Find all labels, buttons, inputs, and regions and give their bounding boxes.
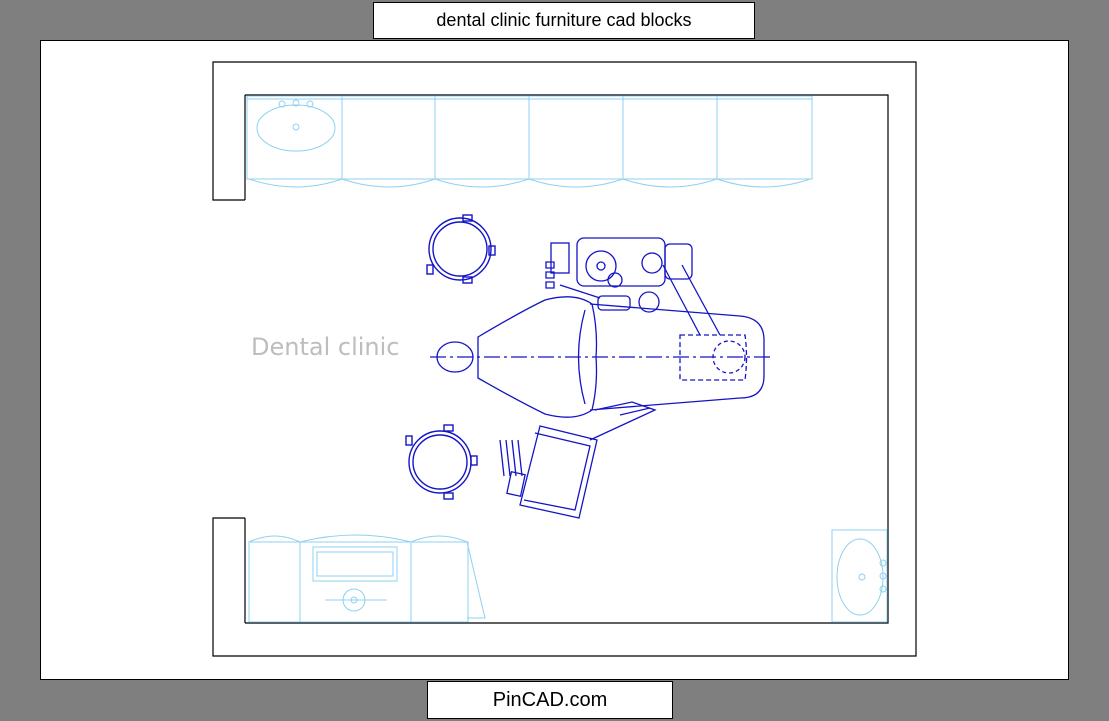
room-label: Dental clinic <box>251 333 400 361</box>
room-walls <box>212 61 917 657</box>
dental-chair-icon <box>430 237 772 441</box>
footer-box: PinCAD.com <box>427 681 673 719</box>
stool-icon <box>426 214 496 284</box>
cabinet-icon <box>248 96 811 188</box>
stool-icon <box>405 424 478 500</box>
sink-icon <box>256 99 336 152</box>
title-box: dental clinic furniture cad blocks <box>373 2 755 39</box>
top-counter <box>246 95 813 188</box>
drawing-sheet <box>40 40 1069 680</box>
instrument-tray-icon <box>499 425 598 519</box>
bottom-cabinets <box>248 534 486 623</box>
site-link[interactable]: PinCAD.com <box>492 688 608 711</box>
hand-wash-basin-icon <box>831 529 888 623</box>
page-title: dental clinic furniture cad blocks <box>436 10 692 30</box>
